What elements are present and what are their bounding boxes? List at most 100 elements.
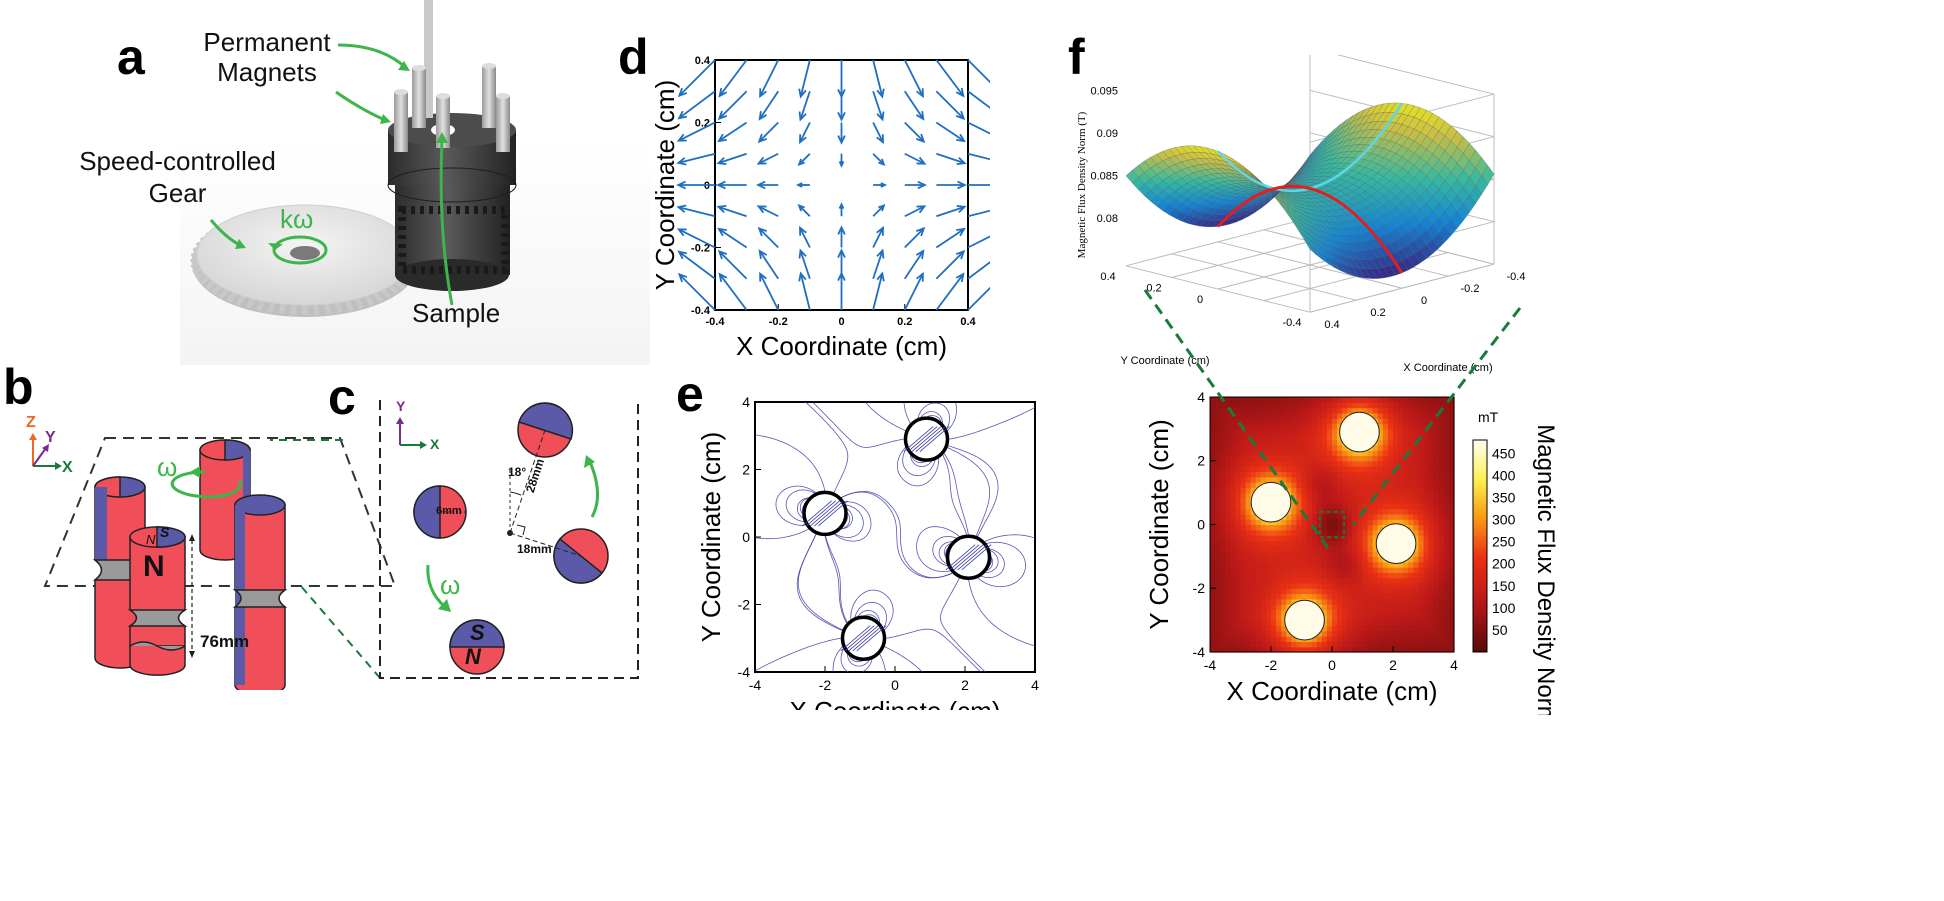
colorbar-tick-label: 200 (1492, 556, 1516, 572)
heatmap-cell (1210, 561, 1216, 568)
heatmap-cell (1316, 476, 1323, 483)
heatmap-cell (1271, 588, 1277, 595)
heatmap-cell (1337, 444, 1343, 451)
field-arrow (799, 90, 811, 120)
heatmap-cell (1255, 476, 1262, 483)
field-arrow-head (677, 87, 688, 98)
heatmap-cell (1398, 604, 1404, 611)
heatmap-cell (1408, 466, 1414, 472)
heatmap-cell (1408, 407, 1414, 414)
heatmap-cell (1220, 508, 1226, 515)
heatmap-cell (1291, 492, 1298, 499)
heatmap-cell (1357, 604, 1364, 611)
heatmap-cell (1332, 604, 1338, 611)
heatmap-cell (1377, 630, 1384, 637)
heatmap-cell (1387, 503, 1394, 510)
heatmap-cell (1306, 418, 1313, 425)
heatmap-cell (1286, 407, 1292, 414)
heatmap-cell (1276, 471, 1282, 478)
top-view-box (379, 400, 639, 679)
streamline (916, 526, 961, 573)
heatmap-cell (1408, 646, 1414, 653)
colorbar-segment (1473, 535, 1487, 540)
heatmap-cell (1245, 646, 1252, 653)
heatmap-cell (1301, 460, 1308, 467)
surface-mesh (1125, 102, 1495, 279)
heatmap-cell (1408, 450, 1414, 457)
heatmap-cell (1403, 641, 1409, 648)
heatmap-cell (1265, 646, 1272, 653)
heatmap-cell (1210, 434, 1216, 441)
heatmap-cell (1413, 466, 1420, 472)
heatmap-cell (1281, 567, 1287, 573)
heatmap-cell (1250, 604, 1257, 611)
heatmap-cell (1255, 402, 1262, 409)
heatmap-cell (1215, 476, 1221, 483)
heatmap-cell (1326, 598, 1333, 605)
field-arrow (935, 121, 965, 142)
colorbar-segment (1473, 581, 1487, 586)
section-plane (43, 437, 397, 587)
x-tick-label: -0.2 (769, 316, 788, 328)
heatmap-cell (1225, 407, 1231, 414)
colorbar-segment (1473, 584, 1487, 589)
heatmap-cell (1276, 540, 1282, 547)
heatmap-cell (1220, 487, 1226, 494)
heatmap-cell (1362, 513, 1369, 520)
heatmap-cell (1235, 455, 1242, 462)
heatmap-cell (1311, 646, 1318, 653)
heatmap-cell (1428, 567, 1435, 573)
heatmap-cell (1393, 482, 1399, 488)
heatmap-cell (1321, 503, 1328, 510)
heatmap-cell (1347, 471, 1353, 478)
heatmap-cell (1286, 567, 1292, 573)
heatmap-cell (1342, 487, 1348, 494)
colorbar-segment (1473, 489, 1487, 494)
heatmap-cell (1250, 439, 1257, 446)
heatmap-cell (1271, 397, 1277, 403)
heatmap-cell (1377, 418, 1384, 425)
heatmap-cell (1296, 588, 1303, 595)
heatmap-cell (1428, 492, 1435, 499)
heatmap-cell (1398, 646, 1404, 653)
heatmap-cell (1235, 466, 1242, 472)
heatmap-cell (1398, 513, 1404, 520)
heatmap-cell (1337, 625, 1343, 632)
heatmap-cell (1306, 582, 1313, 589)
heatmap-cell (1296, 593, 1303, 600)
heatmap-cell (1443, 412, 1450, 419)
heatmap-cell (1428, 593, 1435, 600)
heatmap-cell (1250, 593, 1257, 600)
heatmap-cell (1301, 423, 1308, 430)
x-tick-label: 0 (1421, 295, 1427, 307)
heatmap-cell (1428, 614, 1435, 621)
heatmap-cell (1403, 412, 1409, 419)
heatmap-cell (1377, 582, 1384, 589)
heatmap-cell (1291, 551, 1298, 557)
heatmap-cell (1240, 524, 1247, 531)
field-arrow-head (837, 135, 846, 145)
field-arrow (718, 121, 748, 142)
colorbar-segment (1473, 567, 1487, 572)
heatmap-cell (1443, 593, 1450, 600)
heatmap-cell (1393, 428, 1399, 435)
heatmap-cell (1276, 577, 1282, 584)
heatmap-cell (1286, 513, 1292, 520)
heatmap-cell (1230, 630, 1237, 637)
heatmap-cell (1245, 450, 1252, 457)
heatmap-cell (1326, 561, 1333, 568)
heatmap-cell (1271, 582, 1277, 589)
colorbar-segment (1473, 570, 1487, 575)
colorbar-unit: mT (1478, 409, 1499, 425)
field-arrow-head (797, 203, 805, 212)
heatmap-cell (1428, 604, 1435, 611)
heatmap-cell (1342, 503, 1348, 510)
heatmap-cell (1245, 567, 1252, 573)
heatmap-cell (1271, 646, 1277, 653)
heatmap-cell (1210, 412, 1216, 419)
heatmap-cell (1418, 513, 1425, 520)
heatmap-cell (1225, 545, 1231, 552)
heatmap-cell (1286, 636, 1292, 642)
heatmap-cell (1408, 455, 1414, 462)
heatmap-cell (1215, 625, 1221, 632)
